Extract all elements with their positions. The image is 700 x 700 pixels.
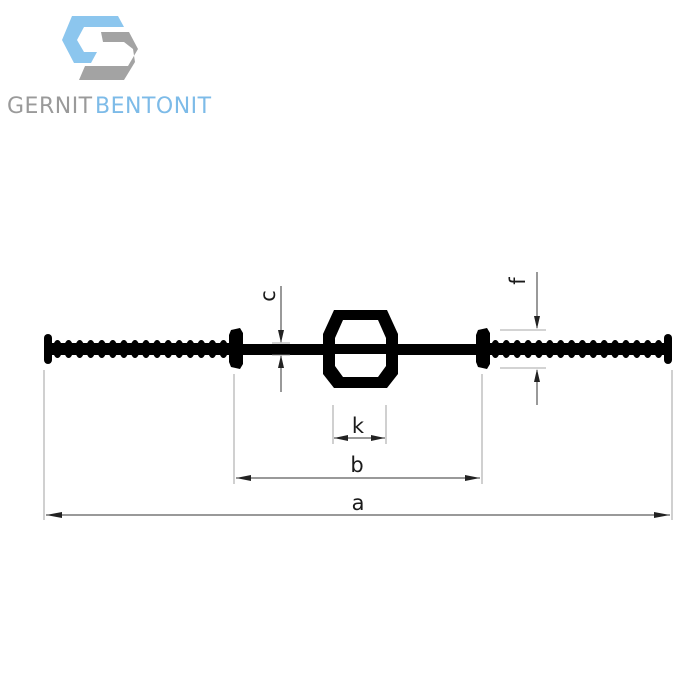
rib: [207, 340, 217, 358]
right-neck: [396, 344, 478, 355]
rib: [501, 340, 511, 358]
rib: [643, 340, 653, 358]
rib: [64, 340, 74, 358]
rib: [119, 340, 129, 358]
rib: [621, 340, 631, 358]
rib-core: [52, 343, 229, 355]
dimension-k: k: [334, 414, 385, 441]
dimension-b: b: [236, 453, 480, 481]
dimension-label-f: f: [506, 277, 530, 285]
rib-core: [490, 343, 664, 355]
gb-hexagon-logo-icon: [62, 16, 138, 80]
rib: [588, 340, 598, 358]
dimension-a: a: [46, 491, 670, 518]
profile-web: [230, 344, 480, 354]
rib: [196, 340, 206, 358]
dimension-f: f: [506, 272, 540, 405]
right-inner-stop: [476, 328, 490, 369]
rib: [75, 340, 85, 358]
rib: [490, 340, 500, 358]
rib: [97, 340, 107, 358]
rib: [512, 340, 522, 358]
rib: [130, 340, 140, 358]
left-end-bulb: [44, 334, 52, 364]
brand-word-gernit: GERNIT: [7, 94, 93, 119]
dimension-c: c: [256, 286, 290, 392]
rib: [599, 340, 609, 358]
rib: [610, 340, 620, 358]
rib: [152, 340, 162, 358]
right-ribbed-arm: [490, 340, 664, 358]
brand-word-bentonit: BENTONIT: [95, 94, 212, 119]
rib: [545, 340, 555, 358]
dimension-label-b: b: [350, 453, 363, 477]
dimension-label-c: c: [256, 290, 280, 302]
rib: [534, 340, 544, 358]
left-neck: [243, 344, 325, 355]
waterstop-profile: [44, 310, 672, 388]
rib: [218, 340, 229, 358]
rib: [141, 340, 151, 358]
rib: [108, 340, 118, 358]
rib: [577, 340, 588, 358]
rib: [567, 340, 577, 358]
extension-lines: [43, 329, 673, 520]
rib: [174, 340, 184, 358]
left-inner-stop: [229, 328, 243, 369]
rib: [556, 340, 566, 358]
dimension-label-k: k: [352, 414, 365, 438]
left-ribbed-arm: [52, 340, 229, 358]
gernit-bentonit-logo: GERNIT BENTONIT: [7, 16, 212, 119]
rib: [86, 340, 96, 358]
right-end-bulb: [664, 334, 672, 364]
rib: [185, 340, 195, 358]
central-hollow-bulb: [323, 310, 398, 388]
rib: [632, 340, 642, 358]
dimension-label-a: a: [352, 491, 365, 515]
rib: [523, 340, 533, 358]
rib: [163, 340, 173, 358]
rib: [52, 340, 63, 358]
rib: [654, 340, 664, 358]
